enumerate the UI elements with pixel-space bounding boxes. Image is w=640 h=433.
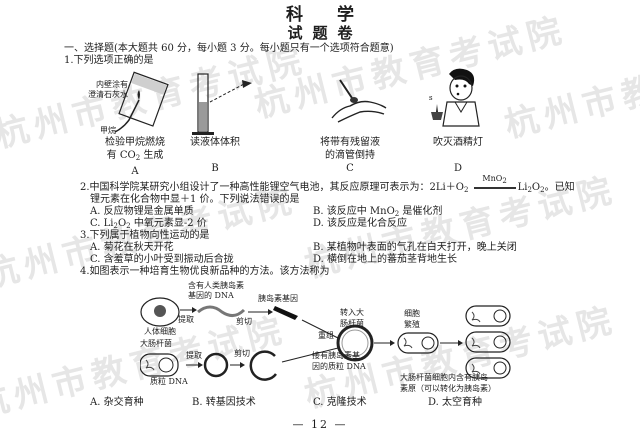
label-extract-2: 提取 <box>186 351 202 360</box>
dropper-hand-figure <box>331 79 387 123</box>
label-human-cell: 人体细胞 <box>144 327 176 336</box>
label-recomb-plasmid-1: 接有胰岛素基 <box>312 351 360 360</box>
label-ecoli: 大肠杆菌 <box>140 339 172 348</box>
methane-combustion-figure <box>114 71 169 133</box>
option-1d-caption: 吹灭酒精灯 D <box>433 137 483 174</box>
transgenic-diagram <box>140 297 511 381</box>
label-human-dna-2: 基因的 DNA <box>188 291 234 300</box>
question-3-stem: 3.下列属于植物向性运动的是 <box>80 230 210 241</box>
question-4-option-d: D. 太空育种 <box>428 397 483 408</box>
label-division-1: 细胞 <box>404 309 420 318</box>
section-heading: 一、选择题(本大题共 60 分，每小题 3 分。每小题只有一个选项符合题意) <box>64 43 394 54</box>
question-3-option-a: A. 菊花在秋天开花 <box>90 242 174 253</box>
figure-a-label-wall2: 澄清石灰水 <box>88 90 128 99</box>
paper-title: 试题卷 <box>287 24 363 42</box>
question-1-stem: 1.下列选项正确的是 <box>64 55 154 66</box>
label-cut-1: 剪切 <box>236 317 252 326</box>
question-2-option-b: B. 该反应中 MnO2 是催化剂 <box>313 206 443 218</box>
label-human-dna-1: 含有人类胰岛素 <box>188 281 244 290</box>
question-2-option-c: C. Li2O2 中氧元素显-2 价 <box>90 218 207 230</box>
question-3-option-b: B. 某植物叶表面的气孔在白天打开，晚上关闭 <box>313 242 517 253</box>
figure-a-label-wall: 内壁涂有 <box>96 80 128 89</box>
label-insulin-gene: 胰岛素基因 <box>258 294 298 303</box>
label-recombine: 重组 <box>318 331 334 340</box>
option-1c-caption: 将带有残留液 的滴管倒持 C <box>320 137 380 174</box>
subject-title: 科学 <box>286 5 388 25</box>
label-cut-2: 剪切 <box>234 349 250 358</box>
graduated-cylinder-figure <box>192 73 252 135</box>
question-4-option-a: A. 杂交育种 <box>90 397 144 408</box>
figure-a-label-gas: 甲烷 <box>100 126 116 135</box>
question-4-option-c: C. 克隆技术 <box>313 397 367 408</box>
question-3-option-c: C. 含羞草的小叶受到振动后合拢 <box>90 254 234 265</box>
label-transfer-1: 转入大 <box>340 308 364 317</box>
svg-text:ꜱ: ꜱ <box>429 94 433 102</box>
label-plasmid: 质粒 DNA <box>150 377 188 386</box>
option-1b-caption: 读液体体积 B <box>190 137 240 174</box>
question-4-stem: 4.如图表示一种培育生物优良新品种的方法。该方法称为 <box>80 266 330 277</box>
question-2-option-a: A. 反应物锂是金属单质 <box>90 206 194 217</box>
label-recomb-plasmid-2: 因的质粒 DNA <box>312 362 366 371</box>
label-transfer-2: 肠杆菌 <box>340 319 364 328</box>
question-2-option-d: D. 该反应是化合反应 <box>313 218 408 229</box>
option-1a-caption: 检验甲烷燃烧 有 CO2 生成 A <box>105 137 165 177</box>
label-result-1: 大肠杆菌细胞内含有胰岛 <box>400 373 488 382</box>
question-2-stem-line1: 2.中国科学院某研究小组设计了一种高性能锂空气电池，其反应原理可表示为：2Li＋… <box>80 174 575 194</box>
boy-blowing-lamp-figure: ꜱ <box>429 68 480 127</box>
question-4-option-b: B. 转基因技术 <box>192 397 256 408</box>
question-3-option-d: D. 横倒在地上的蕃茄茎背地生长 <box>313 254 458 265</box>
page-number: — 12 — <box>292 418 348 431</box>
label-result-2: 素原（可以转化为胰岛素） <box>400 384 496 393</box>
catalyst-arrow: MnO2 <box>472 174 518 194</box>
question-2-stem-line2: 锂元素在化合物中显＋1 价。下列说法错误的是 <box>90 194 300 205</box>
label-division-2: 繁殖 <box>404 320 420 329</box>
label-extract-1: 提取 <box>178 315 194 324</box>
